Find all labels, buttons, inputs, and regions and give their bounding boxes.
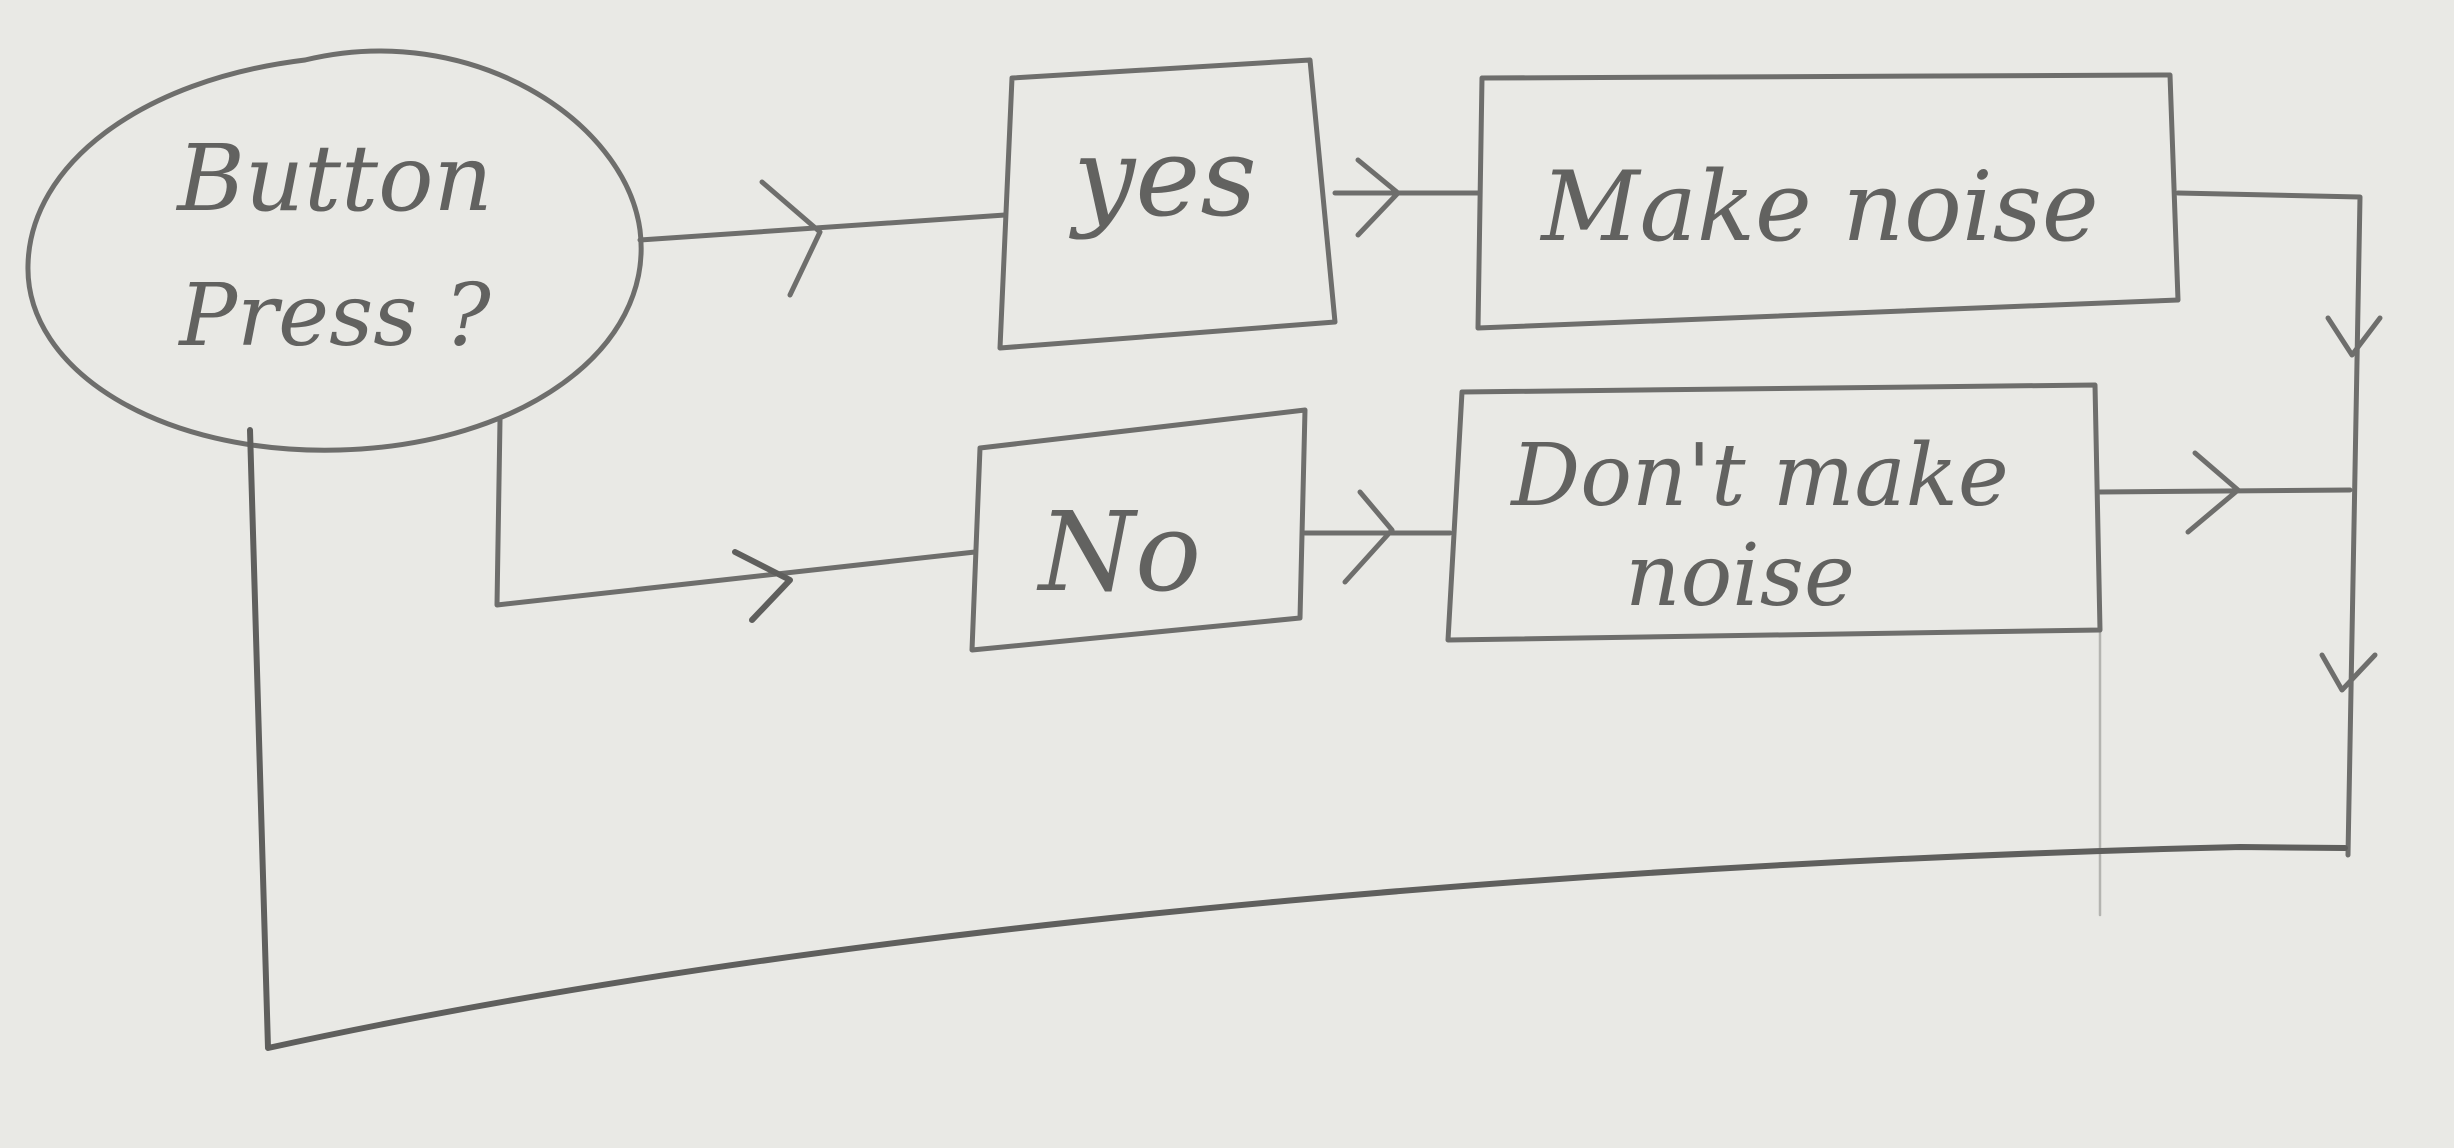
edge-dont-make-noise-to-rail-arrowhead [2185,450,2241,535]
yes-node: yes [997,57,1338,351]
edge-decision-to-no-arrowhead [732,549,793,623]
no-box-shape [969,407,1308,653]
edge-decision-to-yes-line [637,212,1008,243]
edge-yes-to-make-noise-arrowhead [1355,157,1401,238]
decision-node: Button Press ? [25,48,644,453]
decision-label-line-1: Button [175,125,492,232]
right-rail-line [2175,190,2363,858]
decision-ellipse-shape [25,48,644,453]
decision-label-line-2: Press ? [177,266,491,366]
yes-box-shape [997,57,1338,351]
edge-dont-make-noise-to-rail-line [2097,487,2353,495]
edge-yes-to-make-noise [1332,157,1483,238]
edge-decision-to-yes [637,179,1008,298]
edge-no-to-dont-make-noise [1302,489,1453,585]
edge-return-to-decision [247,427,2348,1051]
right-rail-arrowhead-upper [2325,315,2383,358]
dont-make-noise-node: Don't make noise [1445,382,2103,643]
edge-decision-to-no [494,417,978,623]
edge-decision-to-no-line [494,417,978,608]
make-noise-node: Make noise [1475,72,2181,331]
make-noise-box-shape [1475,72,2181,331]
dont-make-noise-label-line-1: Don't make [1509,426,2008,526]
no-label: No [1036,488,1201,616]
return-loop-line [247,427,2348,1051]
dont-make-noise-label-line-2: noise [1625,526,1855,626]
edge-make-noise-loop [2175,190,2383,858]
no-node: No [969,407,1308,653]
yes-label: yes [1068,113,1257,241]
make-noise-label: Make noise [1539,151,2098,263]
edge-decision-to-yes-arrowhead [759,179,823,298]
edge-no-to-dont-make-noise-arrowhead [1342,489,1395,585]
right-rail-arrowhead-lower [2319,652,2378,693]
dont-make-noise-box-shape [1445,382,2103,643]
edge-dont-make-noise-to-rail [2097,450,2353,535]
